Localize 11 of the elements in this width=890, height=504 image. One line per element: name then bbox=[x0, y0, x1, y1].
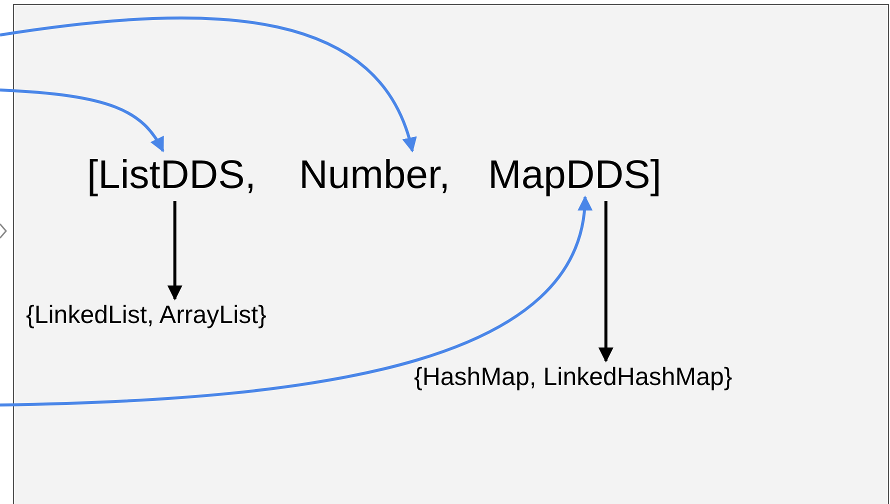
type-label: {HashMap, LinkedHashMap} bbox=[414, 365, 732, 390]
type-label: MapDDS] bbox=[488, 155, 662, 195]
type-label: [ListDDS, bbox=[87, 155, 256, 195]
type-label: Number, bbox=[299, 155, 450, 195]
arrow bbox=[0, 88, 164, 152]
arrow bbox=[598, 201, 614, 362]
type-label: {LinkedList, ArrayList} bbox=[26, 303, 266, 328]
arrow bbox=[0, 16, 416, 152]
panel-box bbox=[13, 4, 889, 504]
arrow bbox=[0, 196, 591, 406]
arrow bbox=[167, 201, 182, 300]
